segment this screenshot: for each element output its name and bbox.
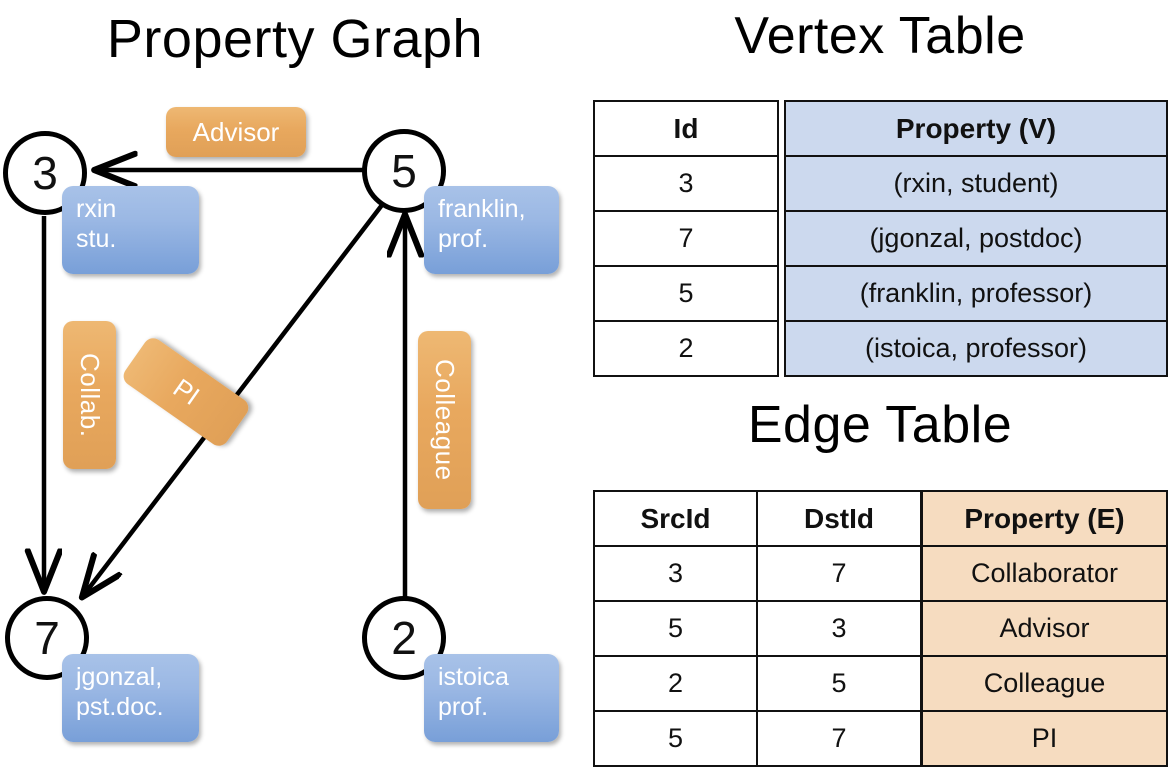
graph-node-5-label: 5: [391, 145, 417, 197]
edge-table-cell-dstid: 7: [756, 545, 922, 602]
edge-table-cell-property: Advisor: [921, 600, 1168, 657]
vertex-table-cell-property: (rxin, student): [784, 155, 1168, 212]
edge-table-property-column: Property (E) Collaborator Advisor Collea…: [921, 490, 1168, 767]
edge-table-cell-srcid: 5: [593, 600, 758, 657]
vertex-table-cell-property: (jgonzal, postdoc): [784, 210, 1168, 267]
table-header-row: Property (V): [784, 100, 1168, 157]
node-property-jgonzal-line1: jgonzal,: [76, 663, 163, 691]
vertex-table-cell-id: 2: [593, 320, 779, 377]
edge-table-cell-srcid: 5: [593, 710, 758, 767]
node-property-istoica-line1: istoica: [438, 663, 509, 691]
edge-table-cell-property: Colleague: [921, 655, 1168, 712]
table-row: (jgonzal, postdoc): [784, 210, 1168, 267]
edge-label-colleague: Colleague: [418, 331, 471, 509]
edge-label-colleague-text: Colleague: [430, 359, 460, 481]
edge-label-pi-text: PI: [167, 372, 205, 411]
vertex-table-id-column: Id 3 7 5 2: [593, 100, 779, 377]
edge-table-header-property: Property (E): [921, 490, 1168, 547]
node-property-box-rxin: rxin stu.: [62, 186, 199, 274]
node-property-jgonzal-line2: pst.doc.: [76, 692, 164, 721]
edge-table-cell-dstid: 3: [756, 600, 922, 657]
node-property-box-istoica: istoica prof.: [424, 654, 559, 742]
table-row: (istoica, professor): [784, 320, 1168, 377]
graph-node-2-label: 2: [391, 612, 417, 664]
edge-table-cell-dstid: 5: [756, 655, 922, 712]
table-row: 3 7: [593, 545, 922, 602]
table-row: 3: [593, 155, 779, 212]
edge-label-collab: Collab.: [63, 321, 116, 469]
vertex-table-cell-property: (franklin, professor): [784, 265, 1168, 322]
node-property-box-franklin: franklin, prof.: [424, 186, 559, 274]
table-row: Collaborator: [921, 545, 1168, 602]
vertex-table-cell-id: 5: [593, 265, 779, 322]
vertex-table-cell-id: 7: [593, 210, 779, 267]
vertex-table-property-column: Property (V) (rxin, student) (jgonzal, p…: [784, 100, 1168, 377]
graph-node-2[interactable]: 2: [362, 596, 446, 680]
edge-table-cell-srcid: 3: [593, 545, 758, 602]
node-property-box-jgonzal: jgonzal, pst.doc.: [62, 654, 199, 742]
vertex-table-cell-property: (istoica, professor): [784, 320, 1168, 377]
table-row: 2 5: [593, 655, 922, 712]
node-property-rxin-line1: rxin: [76, 195, 117, 223]
table-row: (franklin, professor): [784, 265, 1168, 322]
node-property-franklin-line2: prof.: [438, 224, 489, 253]
table-row: Advisor: [921, 600, 1168, 657]
edge-table-header-srcid: SrcId: [593, 490, 758, 547]
edge-table-cell-srcid: 2: [593, 655, 758, 712]
vertex-table-header-id: Id: [593, 100, 779, 157]
edge-table-cell-property: Collaborator: [921, 545, 1168, 602]
node-property-franklin-line1: franklin,: [438, 195, 526, 223]
property-graph-diagram: 3 5 7 2 rxin stu. franklin, prof. jgonza…: [0, 0, 590, 760]
edge-label-advisor-text: Advisor: [192, 116, 280, 147]
page-title-vertex-table: Vertex Table: [734, 7, 1026, 65]
edge-table-cell-dstid: 7: [756, 710, 922, 767]
table-row: Colleague: [921, 655, 1168, 712]
vertex-table-header-property: Property (V): [784, 100, 1168, 157]
table-row: PI: [921, 710, 1168, 767]
table-header-row: SrcId DstId: [593, 490, 922, 547]
graph-node-3-label: 3: [32, 147, 58, 199]
table-row: (rxin, student): [784, 155, 1168, 212]
table-row: 7: [593, 210, 779, 267]
table-row: 5: [593, 265, 779, 322]
edge-table-cell-property: PI: [921, 710, 1168, 767]
table-header-row: Id: [593, 100, 779, 157]
table-row: 5 3: [593, 600, 922, 657]
graph-node-7-label: 7: [34, 612, 60, 664]
edge-table-header-dstid: DstId: [756, 490, 922, 547]
vertex-table-cell-id: 3: [593, 155, 779, 212]
edge-table-key-columns: SrcId DstId 3 7 5 3 2 5 5 7: [593, 490, 922, 767]
edge-label-collab-text: Collab.: [75, 352, 105, 438]
table-row: 2: [593, 320, 779, 377]
graph-node-5[interactable]: 5: [362, 129, 446, 213]
table-row: 5 7: [593, 710, 922, 767]
page-title-property-graph: Property Graph: [106, 9, 484, 69]
page-title-edge-table: Edge Table: [747, 396, 1013, 454]
table-header-row: Property (E): [921, 490, 1168, 547]
node-property-istoica-line2: prof.: [438, 692, 489, 721]
edge-label-advisor: Advisor: [166, 107, 306, 157]
node-property-rxin-line2: stu.: [76, 224, 117, 253]
